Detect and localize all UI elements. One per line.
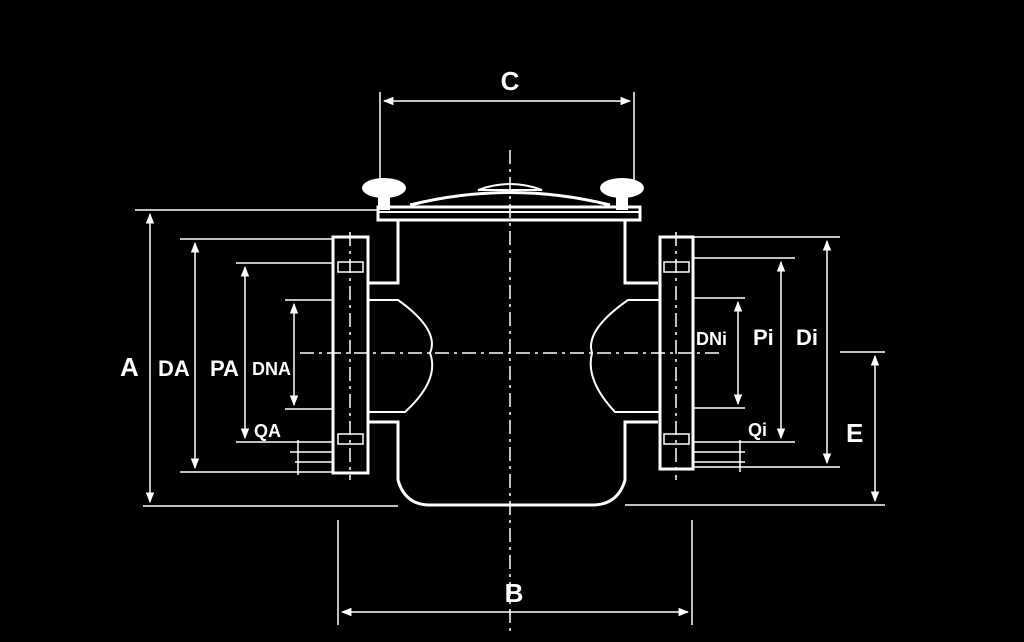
dim-dni [693, 297, 745, 409]
label-c: C [501, 66, 520, 96]
strainer-body [331, 178, 695, 507]
label-e: E [846, 418, 863, 448]
label-pa: PA [210, 356, 239, 381]
dim-e [625, 351, 885, 506]
dim-qi [693, 440, 745, 472]
dim-b [337, 520, 693, 625]
label-pi: Pi [753, 325, 774, 350]
dim-di [693, 236, 840, 468]
dim-qa [290, 440, 333, 475]
label-b: B [505, 578, 524, 608]
dim-c [379, 92, 635, 195]
label-a: A [120, 352, 139, 382]
label-da: DA [158, 356, 190, 381]
label-dni: DNi [696, 329, 727, 349]
dim-pi [693, 257, 795, 443]
label-qa: QA [254, 421, 281, 441]
dim-pa [236, 262, 333, 443]
dim-a [135, 209, 398, 507]
dim-da [180, 238, 333, 473]
label-qi: Qi [748, 420, 767, 440]
centerlines [300, 150, 720, 635]
label-di: Di [796, 325, 818, 350]
dim-dna [285, 299, 333, 410]
label-dna: DNA [252, 359, 291, 379]
